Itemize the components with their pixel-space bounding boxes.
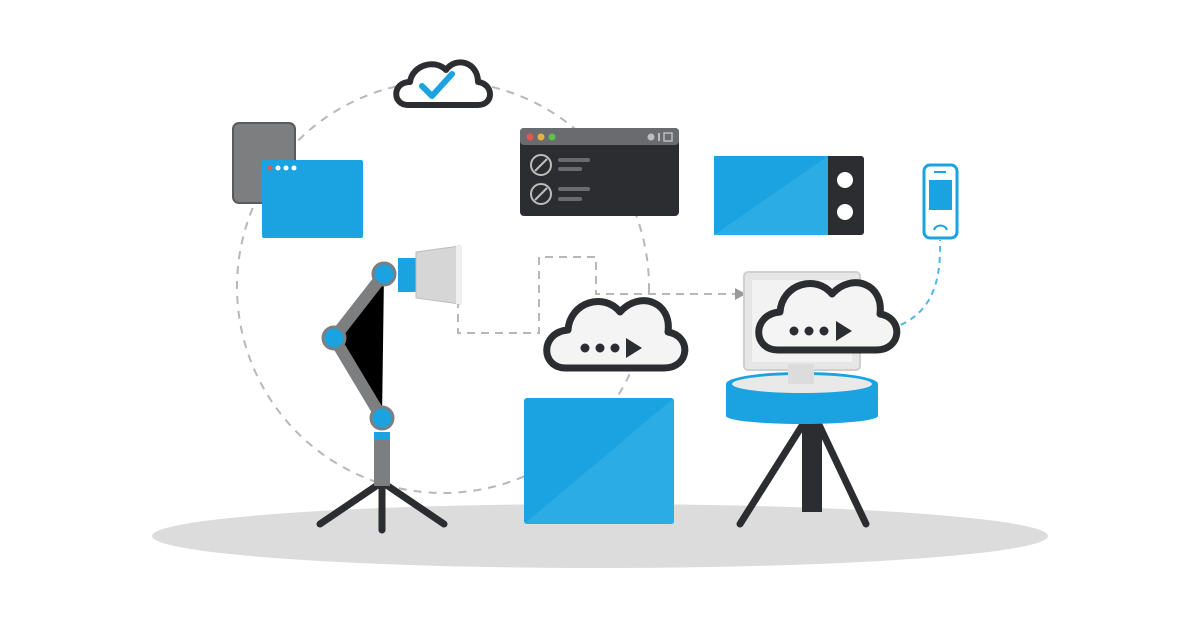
- blue-cube-icon: [524, 398, 674, 524]
- cloud-transfer-icon: [543, 297, 689, 372]
- window-stack-icon: [232, 122, 363, 238]
- floor-shadow: [152, 504, 1048, 568]
- robotic-arm-lamp-icon: [316, 245, 462, 534]
- arrow-head: [735, 288, 746, 300]
- hardware-panel-icon: [714, 156, 864, 235]
- code-editor-window-icon: [520, 128, 679, 216]
- smartphone-icon: [922, 163, 959, 240]
- monitor-on-stand-icon: [726, 271, 901, 528]
- cloud-check-icon: [393, 59, 493, 108]
- dashed-orbit: [236, 80, 650, 494]
- dashed-connector: [457, 256, 735, 334]
